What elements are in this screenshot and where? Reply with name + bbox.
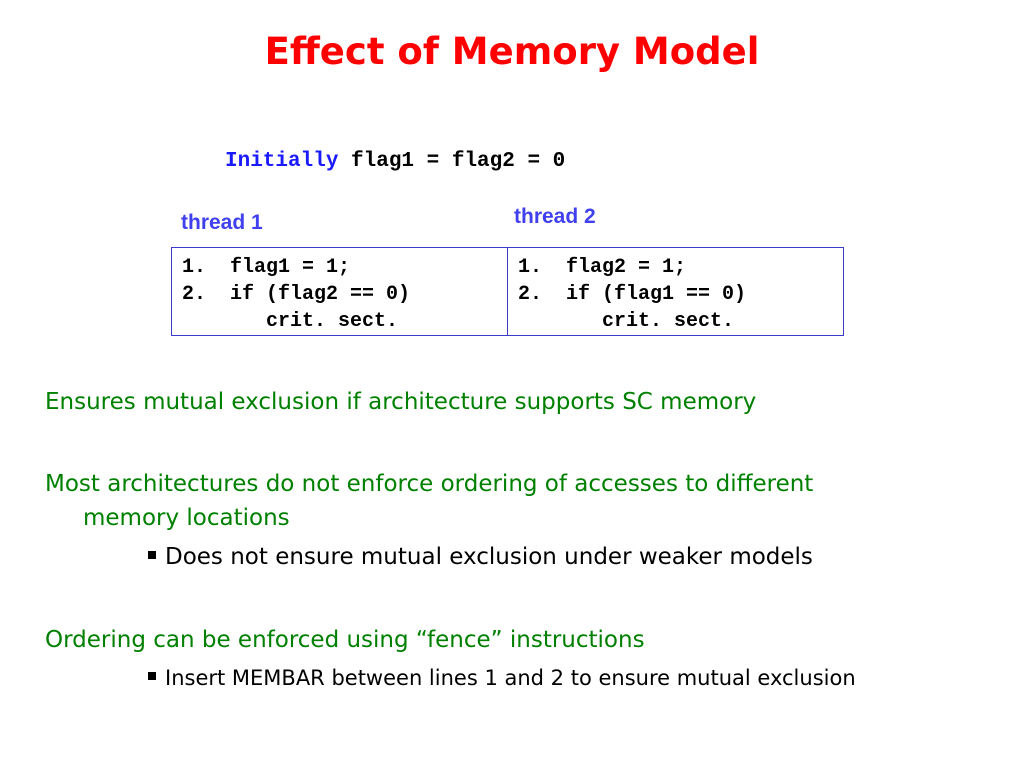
bullet-ordering: Most architectures do not enforce orderi… <box>45 467 813 535</box>
square-bullet-icon <box>148 672 156 680</box>
thread-2-label: thread 2 <box>514 205 596 228</box>
bullet-text: Ensures mutual exclusion if architecture… <box>45 389 757 415</box>
square-bullet-icon <box>148 550 156 559</box>
thread-1-label: thread 1 <box>181 211 263 234</box>
initial-condition: Initially flag1 = flag2 = 0 <box>225 150 565 173</box>
thread-2-code: 1. flag2 = 1; 2. if (flag1 == 0) crit. s… <box>507 248 843 335</box>
sub-bullet-text: Insert MEMBAR between lines 1 and 2 to e… <box>165 666 856 690</box>
slide-title: Effect of Memory Model <box>264 30 760 73</box>
code-table: 1. flag1 = 1; 2. if (flag2 == 0) crit. s… <box>171 247 844 336</box>
bullet-text: Ordering can be enforced using “fence” i… <box>45 627 645 653</box>
bullet-text: Most architectures do not enforce orderi… <box>45 471 814 497</box>
sub-bullet-membar: Insert MEMBAR between lines 1 and 2 to e… <box>148 666 856 690</box>
thread-1-code: 1. flag1 = 1; 2. if (flag2 == 0) crit. s… <box>182 256 411 333</box>
bullet-sc-memory: Ensures mutual exclusion if architecture… <box>45 385 756 419</box>
bullet-continuation: memory locations <box>83 505 290 531</box>
sub-bullet-text: Does not ensure mutual exclusion under w… <box>165 544 813 570</box>
sub-bullet-weaker-models: Does not ensure mutual exclusion under w… <box>148 544 813 570</box>
bullet-fence: Ordering can be enforced using “fence” i… <box>45 623 645 657</box>
initially-keyword: Initially <box>225 150 339 173</box>
initially-expression: flag1 = flag2 = 0 <box>338 150 566 173</box>
